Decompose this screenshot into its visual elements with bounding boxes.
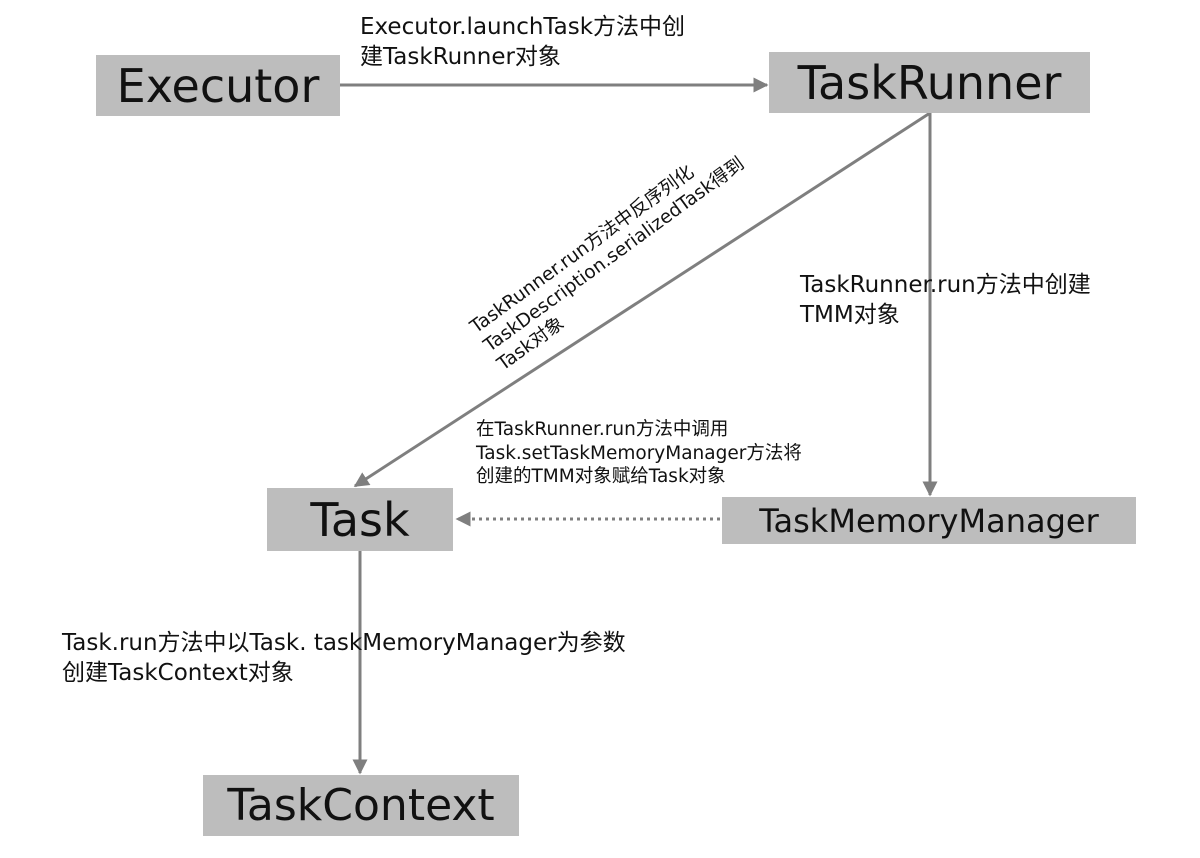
node-taskmemorymanager: TaskMemoryManager — [722, 497, 1136, 544]
label-create-tmm: TaskRunner.run方法中创建 TMM对象 — [800, 272, 1091, 329]
label-launch-task: Executor.launchTask方法中创 建TaskRunner对象 — [360, 14, 686, 71]
node-taskrunner: TaskRunner — [769, 52, 1090, 113]
label-create-taskcontext: Task.run方法中以Task. taskMemoryManager为参数 创… — [62, 630, 626, 687]
node-executor: Executor — [96, 55, 340, 116]
edge-taskrunner-to-task — [353, 111, 931, 488]
node-task: Task — [267, 488, 453, 551]
node-taskcontext: TaskContext — [203, 775, 519, 836]
label-set-tmm: 在TaskRunner.run方法中调用 Task.setTaskMemoryM… — [476, 419, 802, 488]
